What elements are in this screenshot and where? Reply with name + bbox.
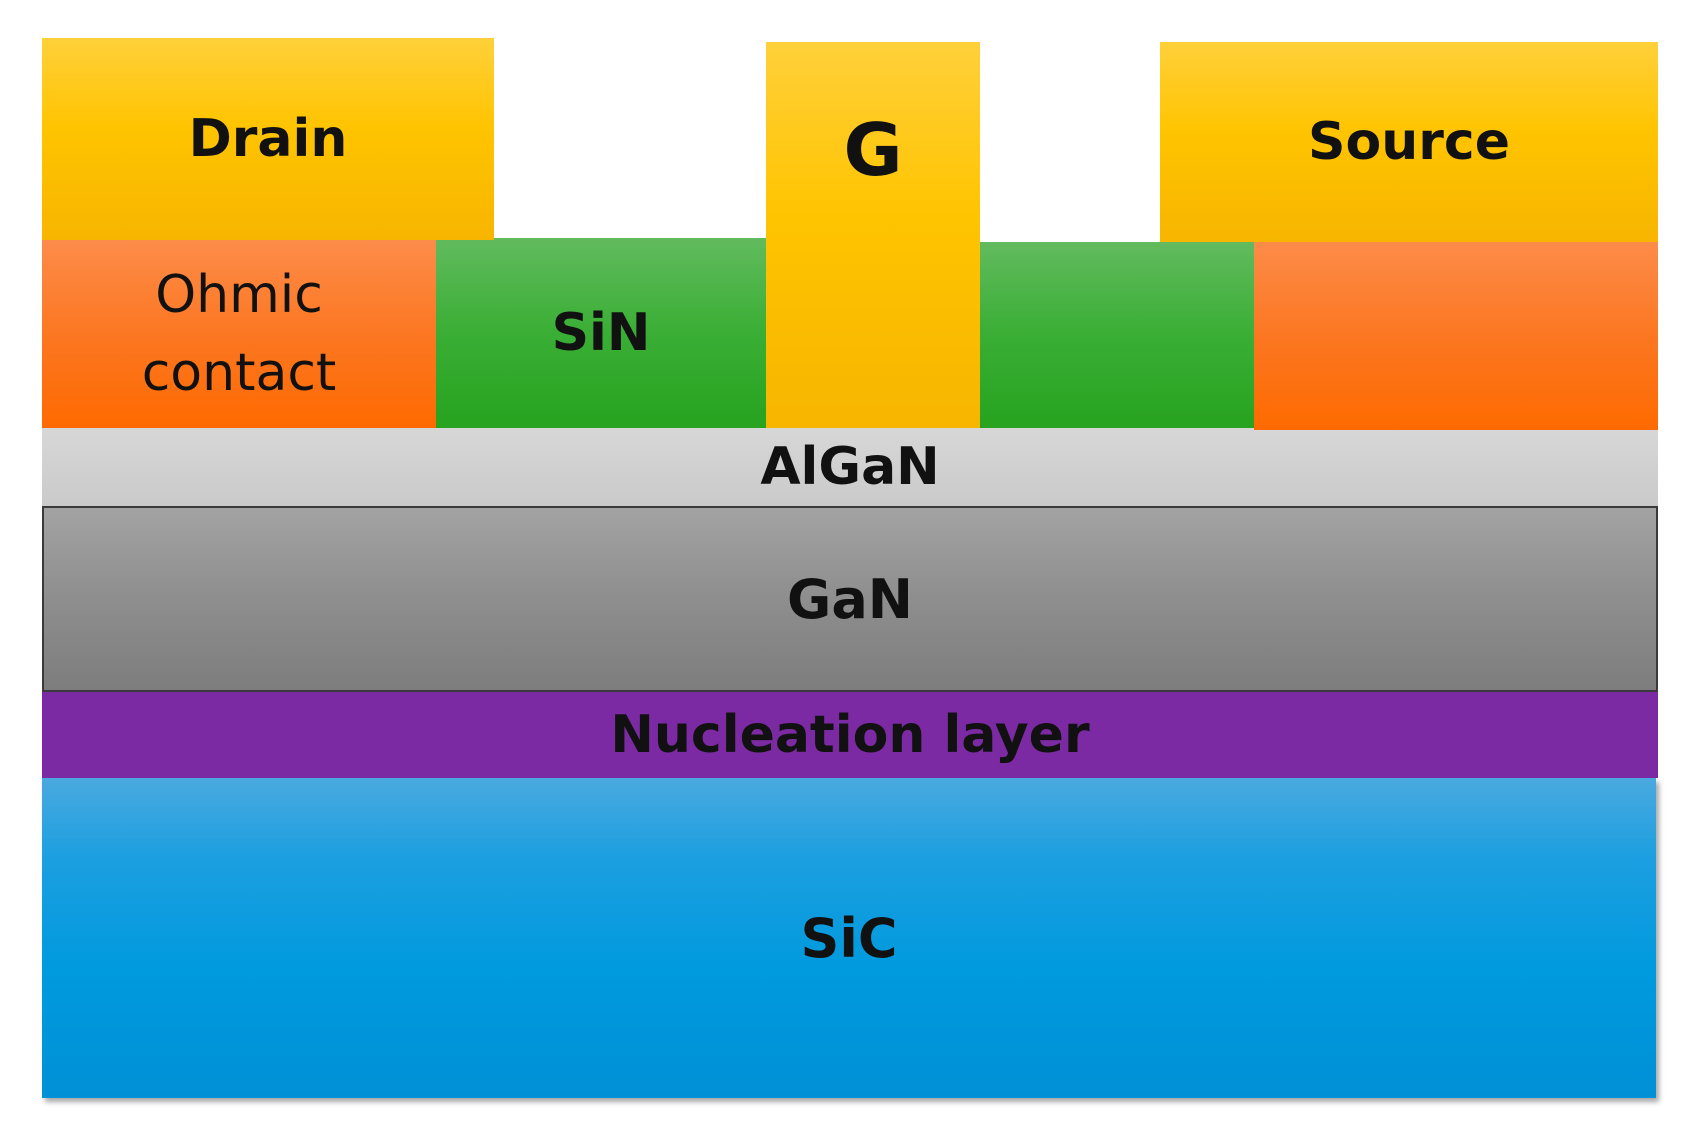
gan-label: GaN [787, 567, 913, 631]
ohmic-label-line2: contact [141, 343, 337, 403]
nucleation-layer: Nucleation layer [42, 692, 1658, 778]
sic-label: SiC [800, 906, 898, 970]
drain-label: Drain [188, 109, 348, 169]
sin-passivation-left: SiN [436, 238, 766, 428]
sin-passivation-right [980, 242, 1254, 428]
ohmic-contact-right [1254, 240, 1658, 430]
sic-substrate-layer: SiC [42, 778, 1656, 1098]
gate-label: G [843, 108, 903, 192]
sin-label: SiN [551, 303, 651, 363]
gan-layer: GaN [42, 506, 1658, 692]
source-label: Source [1308, 112, 1510, 172]
ohmic-contact-left: Ohmic contact [42, 240, 436, 428]
nucleation-label: Nucleation layer [610, 705, 1090, 765]
algan-label: AlGaN [760, 437, 940, 497]
ohmic-contact-label: Ohmic contact [142, 256, 337, 412]
algan-layer: AlGaN [42, 428, 1658, 506]
drain-electrode: Drain [42, 38, 494, 240]
ohmic-label-line1: Ohmic [155, 265, 323, 325]
source-electrode: Source [1160, 42, 1658, 242]
gate-electrode: G [766, 42, 980, 428]
